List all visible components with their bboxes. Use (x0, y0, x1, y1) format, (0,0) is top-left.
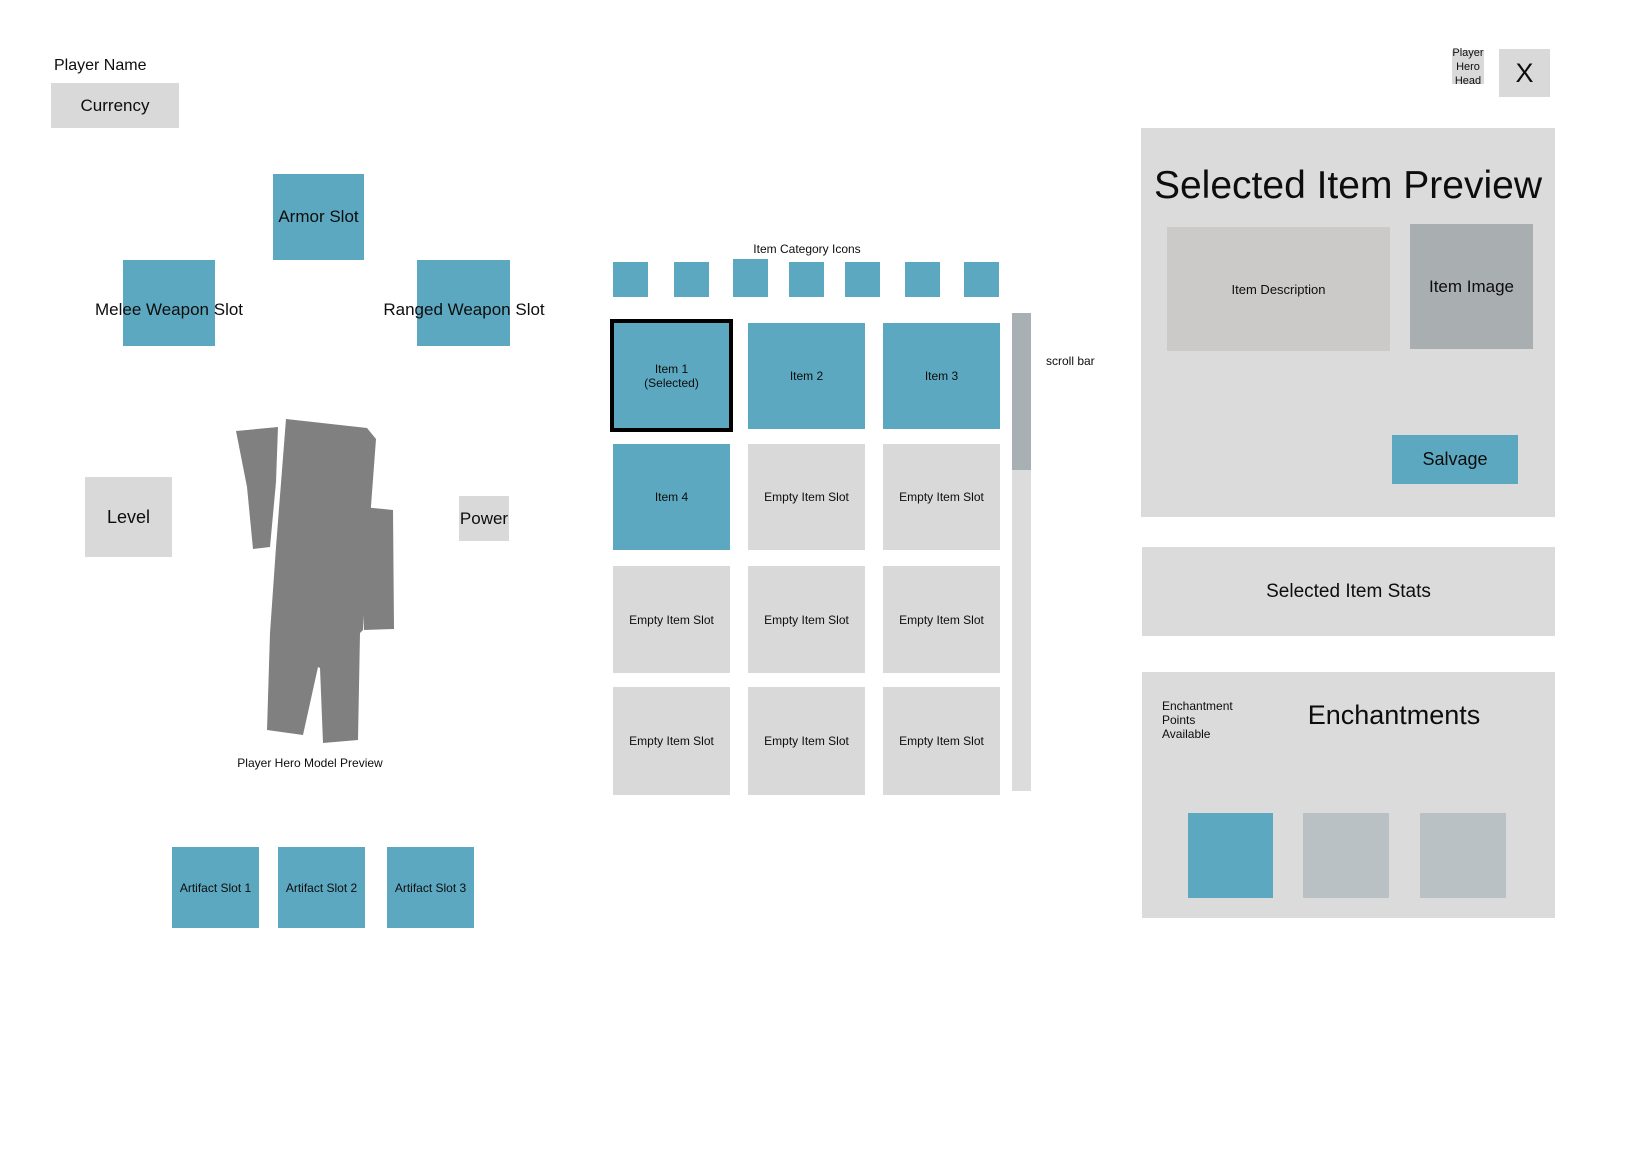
item-category-icon[interactable] (845, 262, 880, 297)
ranged-weapon-slot[interactable] (417, 260, 510, 346)
inventory-item-label: Empty Item Slot (764, 490, 849, 504)
item-category-icon[interactable] (964, 262, 999, 297)
selected-item-preview-title: Selected Item Preview (1153, 164, 1542, 207)
inventory-item-slot[interactable]: Empty Item Slot (748, 687, 865, 795)
enchantments-panel: Enchantment Points Available Enchantment… (1142, 672, 1555, 918)
inventory-item-label: Item 4 (654, 490, 689, 504)
player-hero-head-thumbnail: Player Hero Head (1452, 47, 1484, 87)
inventory-item-label: Empty Item Slot (764, 612, 849, 627)
selected-item-preview-panel: Selected Item Preview Item Description I… (1141, 128, 1555, 517)
inventory-item-slot[interactable]: Item 4 (613, 444, 730, 550)
hero-model-caption: Player Hero Model Preview (237, 756, 383, 770)
item-category-icons-label: Item Category Icons (753, 242, 861, 256)
item-category-icon[interactable] (905, 262, 940, 297)
scrollbar-label: scroll bar (1046, 354, 1095, 368)
inventory-item-label: Empty Item Slot (629, 612, 714, 627)
inventory-item-slot-selected[interactable]: Item 1 (Selected) (610, 319, 733, 432)
item-category-icon[interactable] (674, 262, 709, 297)
artifact-slot-1[interactable]: Artifact Slot 1 (172, 847, 259, 928)
inventory-item-label: Empty Item Slot (764, 734, 849, 748)
inventory-item-slot[interactable]: Empty Item Slot (613, 687, 730, 795)
inventory-item-label: Item 1 (Selected) (644, 361, 699, 390)
close-button[interactable]: X (1499, 49, 1550, 97)
power-display: Power (459, 496, 509, 541)
item-description-box: Item Description (1167, 227, 1390, 351)
enchantments-title: Enchantments (1307, 700, 1481, 730)
hero-model-preview (236, 419, 394, 743)
ranged-weapon-slot-label: Ranged Weapon Slot (383, 300, 545, 319)
enchantment-slot-active[interactable] (1188, 813, 1273, 898)
inventory-item-label: Empty Item Slot (629, 734, 714, 748)
inventory-item-label: Empty Item Slot (899, 490, 984, 504)
currency-display: Currency (51, 83, 179, 128)
inventory-scrollbar-thumb[interactable] (1012, 313, 1031, 470)
inventory-item-label: Empty Item Slot (899, 612, 984, 627)
item-category-icon[interactable] (613, 262, 648, 297)
inventory-item-slot[interactable]: Empty Item Slot (613, 566, 730, 673)
inventory-item-slot[interactable]: Empty Item Slot (748, 444, 865, 550)
salvage-button[interactable]: Salvage (1392, 435, 1518, 484)
artifact-slot-3[interactable]: Artifact Slot 3 (387, 847, 474, 928)
item-category-icon[interactable] (733, 259, 768, 297)
melee-weapon-slot[interactable] (123, 260, 215, 346)
enchantment-slot[interactable] (1303, 813, 1389, 898)
item-category-icon[interactable] (789, 262, 824, 297)
enchantment-points-label: Enchantment Points Available (1162, 699, 1233, 741)
inventory-item-slot[interactable]: Item 3 (883, 323, 1000, 429)
inventory-item-slot[interactable]: Empty Item Slot (883, 566, 1000, 673)
inventory-item-slot[interactable]: Item 2 (748, 323, 865, 429)
artifact-slot-2[interactable]: Artifact Slot 2 (278, 847, 365, 928)
inventory-item-label: Item 2 (789, 369, 824, 383)
selected-item-stats-panel: Selected Item Stats (1142, 547, 1555, 636)
inventory-item-slot[interactable]: Empty Item Slot (883, 444, 1000, 550)
melee-weapon-slot-label: Melee Weapon Slot (94, 300, 244, 319)
inventory-item-slot[interactable]: Empty Item Slot (748, 566, 865, 673)
inventory-item-label: Item 3 (924, 369, 959, 383)
player-name-label: Player Name (54, 57, 147, 74)
level-display: Level (85, 477, 172, 557)
enchantment-slot[interactable] (1420, 813, 1506, 898)
inventory-item-slot[interactable]: Empty Item Slot (883, 687, 1000, 795)
armor-slot[interactable]: Armor Slot (273, 174, 364, 260)
inventory-item-label: Empty Item Slot (899, 734, 984, 748)
item-image-box: Item Image (1410, 224, 1533, 349)
